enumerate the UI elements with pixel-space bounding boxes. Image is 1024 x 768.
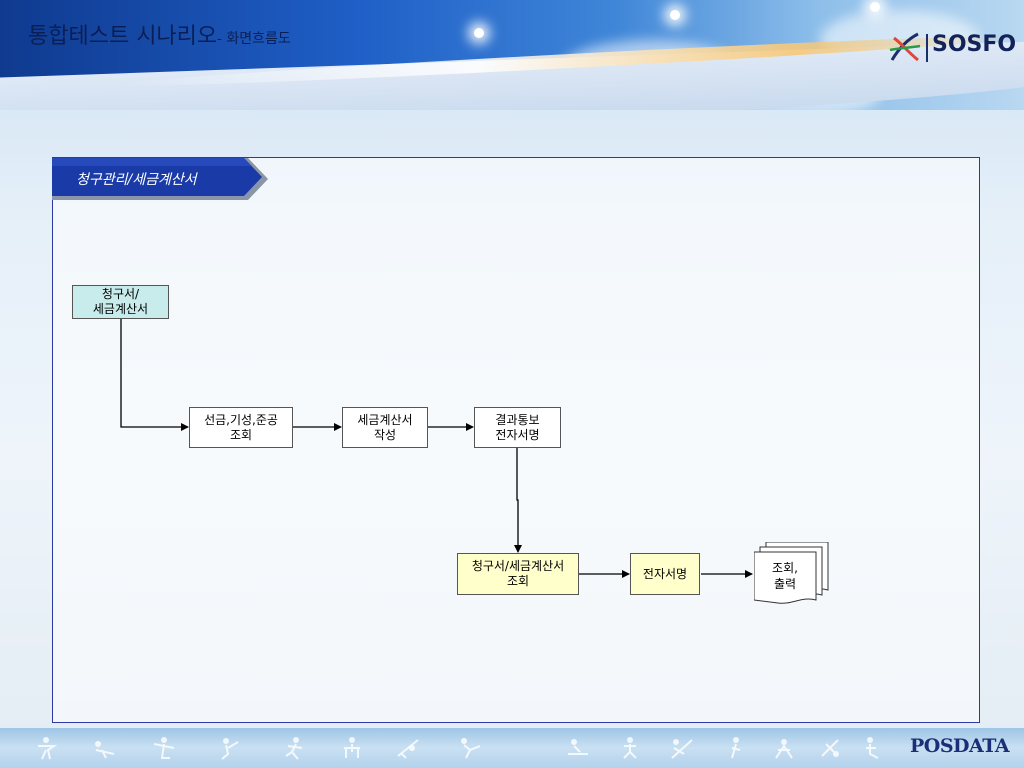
node-output-line2: 출력 [773,577,797,591]
section-tab-shape [52,158,268,200]
section-tab: 청구관리/세금계산서 [52,158,268,200]
page-title: 통합테스트 시나리오- 화면흐름도 [28,18,291,50]
page-title-sub: - 화면흐름도 [217,31,291,47]
sparkle-icon [474,28,484,38]
athlete-silhouette-icon [153,737,175,759]
node-output-line1: 조회, [772,561,798,575]
node-notify-line1: 결과통보 [495,412,540,427]
flow-node-sign: 전자서명 [630,553,700,595]
footer-band [0,728,1024,768]
node-start-line2: 세금계산서 [92,302,149,316]
node-sign-line1: 전자서명 [642,566,688,581]
node-start-line1: 청구서/ [101,287,140,301]
athlete-silhouette-icon [623,737,637,759]
node-query-line1: 선금,기성,준공 [204,412,278,427]
athlete-silhouette-icon [38,737,58,760]
posdata-logo: POSDATA [910,735,1010,757]
sosfo-logo: SOSFO [888,28,1016,68]
logo-separator [926,34,928,62]
athlete-silhouette-icon [95,741,115,759]
logo-text: SOSFO [932,32,1017,57]
header-banner [0,0,1024,110]
sosfo-logo-icon [889,32,921,62]
node-lookup-line1: 청구서/세금계산서 [471,559,565,573]
athlete-silhouette-icon [671,739,693,759]
athlete-silhouette-icon [731,737,741,759]
node-output-label: 조회, 출력 [754,560,816,592]
node-create-line1: 세금계산서 [357,412,413,427]
athlete-silhouette-icon [461,738,481,759]
athlete-silhouette-icon [821,739,839,757]
node-create-line2: 작성 [373,427,397,442]
multi-document-icon [753,541,829,604]
athlete-silhouette-icon [397,739,419,759]
athlete-silhouette-icon [285,737,303,760]
sparkle-icon [870,2,880,12]
section-tab-label: 청구관리/세금계산서 [76,172,197,188]
athlete-silhouette-icon [221,738,239,760]
connector-notify-to-lookup [514,447,522,553]
athlete-silhouette-icon [568,739,588,755]
node-query-line2: 조회 [229,427,253,442]
page-title-main: 통합테스트 시나리오 [28,24,218,49]
athlete-silhouette-icon [775,739,793,759]
athlete-silhouette-icon [344,737,360,758]
athlete-silhouette-icon [866,737,879,759]
node-lookup-line2: 조회 [506,574,530,588]
flow-node-output: 조회, 출력 [753,541,830,606]
node-notify-line2: 전자서명 [495,427,540,442]
connector-start-to-query [120,319,189,431]
sparkle-icon [670,10,680,20]
flow-node-start: 청구서/세금계산서 [72,285,169,319]
